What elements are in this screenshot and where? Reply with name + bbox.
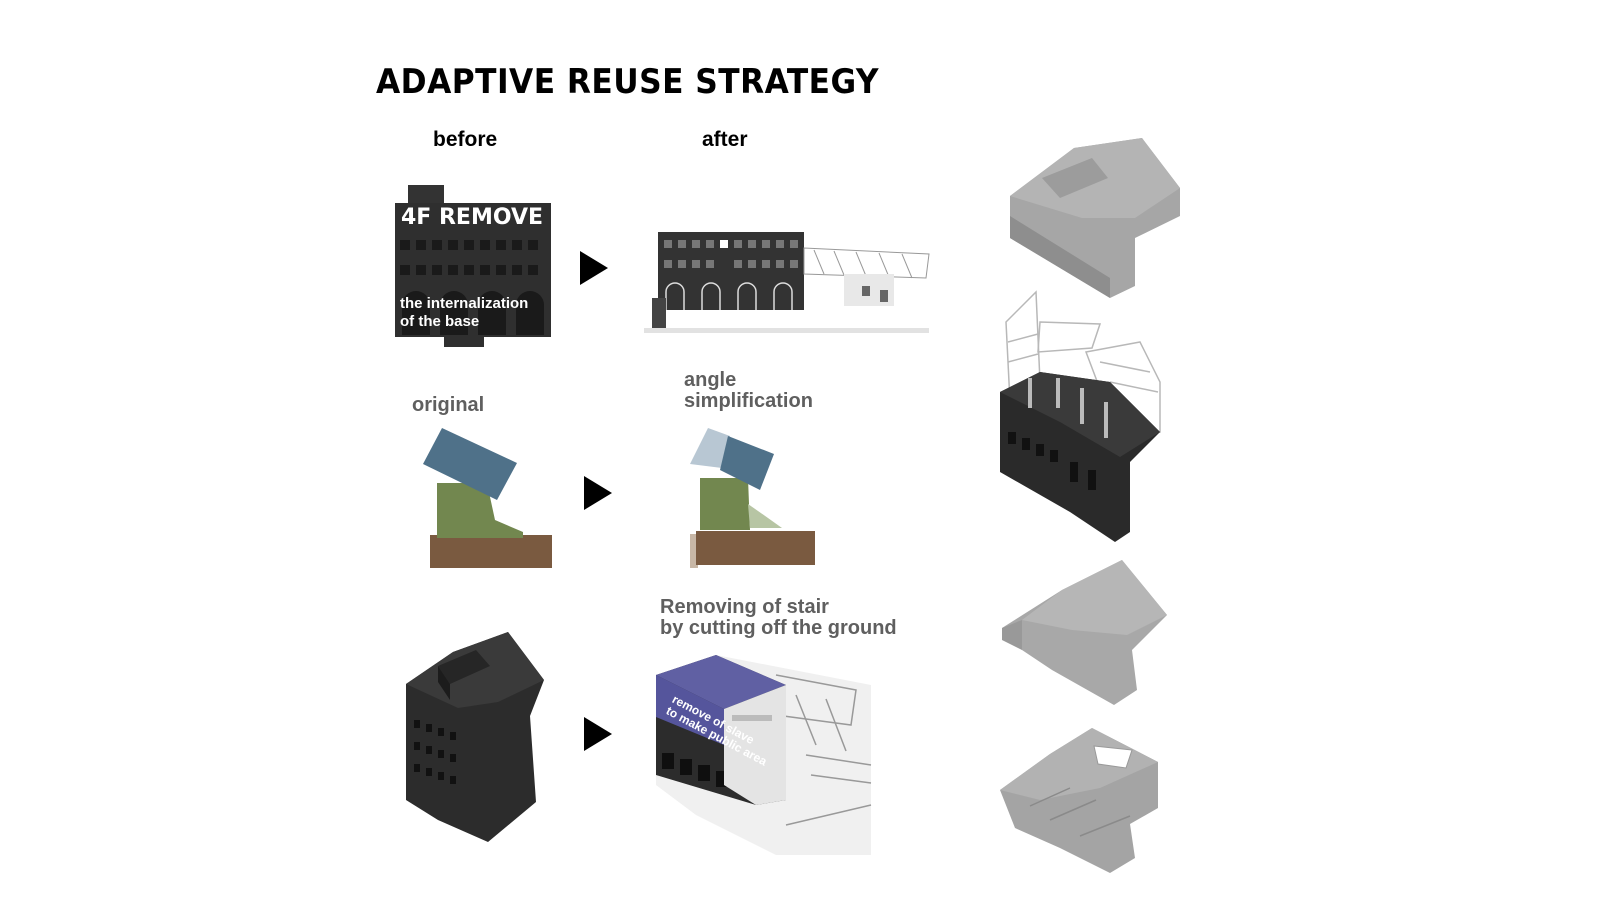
label-line-1: angle — [684, 369, 737, 391]
column-header-after: after — [702, 128, 748, 151]
caption-internalization: the internalization of the base — [400, 295, 528, 331]
massing-model-top — [1010, 138, 1180, 298]
massing-model-middle — [1002, 560, 1167, 705]
label-line-1: Removing of stair — [660, 596, 829, 618]
section-original — [415, 428, 555, 568]
massing-model-bottom — [1000, 728, 1165, 873]
label-angle-simplification: angle simplification — [684, 370, 813, 412]
label-original: original — [412, 394, 485, 416]
caption-line-1: the internalization — [400, 295, 529, 312]
column-header-before: before — [433, 128, 498, 151]
building-axonometric-after — [656, 655, 872, 855]
caption-line-2: of the base — [400, 313, 480, 330]
page-title: ADAPTIVE REUSE STRATEGY — [376, 62, 880, 102]
arrow-right-icon — [584, 717, 612, 751]
building-axonometric-before — [398, 630, 548, 845]
label-line-2: by cutting off the ground — [660, 617, 897, 639]
facade-after — [644, 228, 930, 333]
label-removing-stair: Removing of stair by cutting off the gro… — [660, 597, 897, 639]
arrow-right-icon — [580, 251, 608, 285]
badge-4f-remove: 4F REMOVE — [401, 205, 544, 230]
arrow-right-icon — [584, 476, 612, 510]
section-simplified — [690, 428, 825, 568]
label-line-2: simplification — [684, 390, 813, 412]
facade-before — [392, 185, 552, 350]
exploded-axonometric — [1000, 290, 1170, 542]
